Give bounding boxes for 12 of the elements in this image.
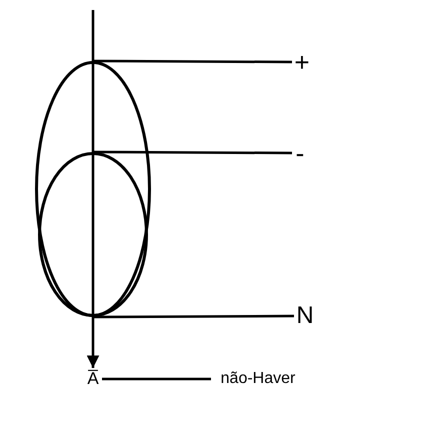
arrow xyxy=(86,10,100,368)
ellipse-outline xyxy=(38,152,148,317)
label-text: + xyxy=(292,48,312,76)
ellipse-outline xyxy=(35,61,151,317)
label-text: N xyxy=(294,302,316,330)
label-text: - xyxy=(292,139,308,167)
leader-line xyxy=(93,60,292,64)
label-text: A̅ xyxy=(84,368,102,390)
leader-line xyxy=(102,378,211,380)
leader-line xyxy=(93,314,294,318)
leader-line xyxy=(93,150,292,154)
label-text: não-Haver xyxy=(211,368,305,390)
